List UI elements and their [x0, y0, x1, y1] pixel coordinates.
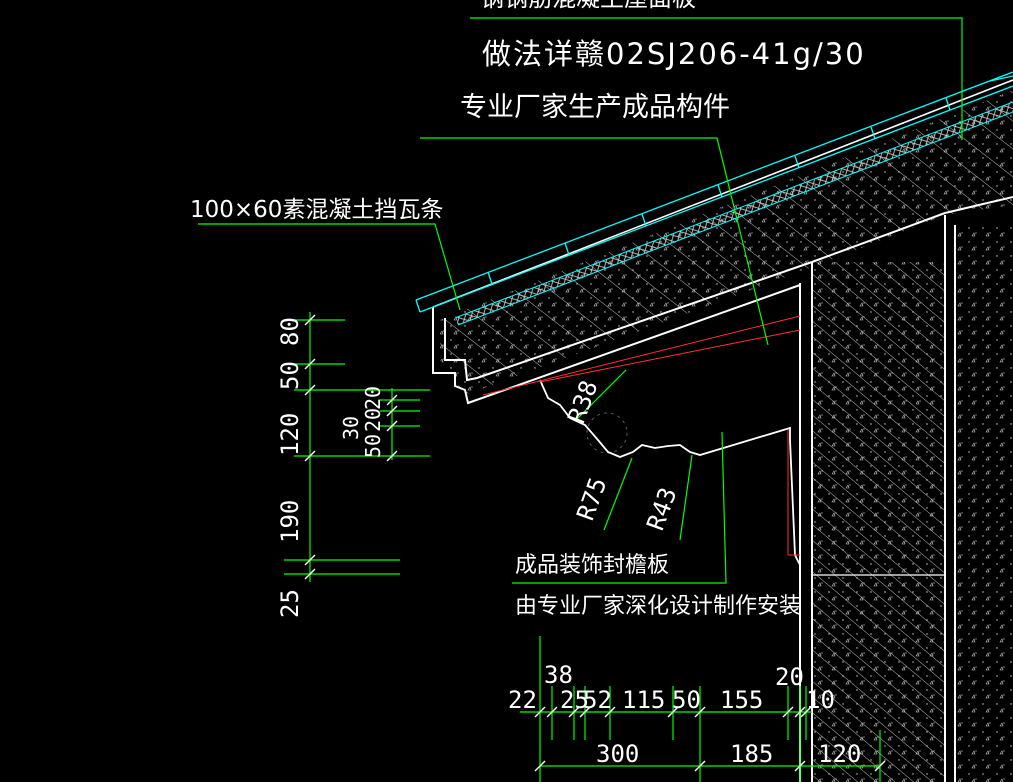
insulation-layer — [454, 101, 1013, 326]
bottom-dimension-chain — [520, 636, 886, 782]
dim-bottom-120: 120 — [818, 740, 861, 768]
bottom-dimension-values: 38 20 22 25 52 115 50 155 10 300 185 120 — [508, 661, 861, 768]
dim-bottom-50: 50 — [672, 686, 701, 714]
dim-bottom-25: 25 — [560, 686, 589, 714]
dim-left-50b: 50 — [361, 434, 385, 458]
dim-left-120: 120 — [276, 413, 304, 456]
radius-r38: R38 — [562, 377, 603, 427]
radius-r75: R75 — [571, 474, 612, 524]
dim-bottom-10: 10 — [806, 686, 835, 714]
fascia-title-note: 成品装饰封檐板 — [515, 553, 669, 578]
left-dimension-chain — [284, 312, 430, 582]
spec-reference-note: 做法详赣02SJ206-41g/30 — [482, 37, 866, 71]
dim-bottom-38: 38 — [544, 661, 573, 689]
radius-r43: R43 — [641, 484, 682, 534]
dim-bottom-22: 22 — [508, 686, 537, 714]
dim-left-25: 25 — [276, 589, 304, 618]
leader-lines — [198, 17, 963, 584]
roof-tiles — [415, 71, 1013, 313]
dim-bottom-20: 20 — [775, 663, 804, 691]
wall-column — [799, 215, 1013, 782]
notes: 钢钢筋混凝土屋面板 做法详赣02SJ206-41g/30 专业厂家生产成品构件 … — [190, 0, 866, 619]
dim-bottom-52: 52 — [583, 686, 612, 714]
dim-left-50: 50 — [276, 361, 304, 390]
dim-left-20a: 20 — [361, 408, 385, 432]
factory-member-note: 专业厂家生产成品构件 — [460, 92, 730, 123]
left-dimension-values: 80 50 120 190 25 30 50 20 20 — [276, 317, 385, 618]
dim-bottom-155: 155 — [720, 686, 763, 714]
dim-bottom-115: 115 — [622, 686, 665, 714]
dim-left-190: 190 — [276, 500, 304, 543]
dim-left-30: 30 — [339, 416, 363, 440]
eave-strip-note: 100×60素混凝土挡瓦条 — [190, 197, 443, 223]
dim-left-20b: 20 — [361, 386, 385, 410]
fascia-install-note: 由专业厂家深化设计制作安装 — [515, 594, 801, 619]
dim-bottom-300: 300 — [596, 740, 639, 768]
dim-left-80: 80 — [276, 317, 304, 346]
fascia-board — [482, 315, 801, 566]
top-partial-note: 钢钢筋混凝土屋面板 — [480, 0, 696, 12]
dim-bottom-185: 185 — [730, 740, 773, 768]
